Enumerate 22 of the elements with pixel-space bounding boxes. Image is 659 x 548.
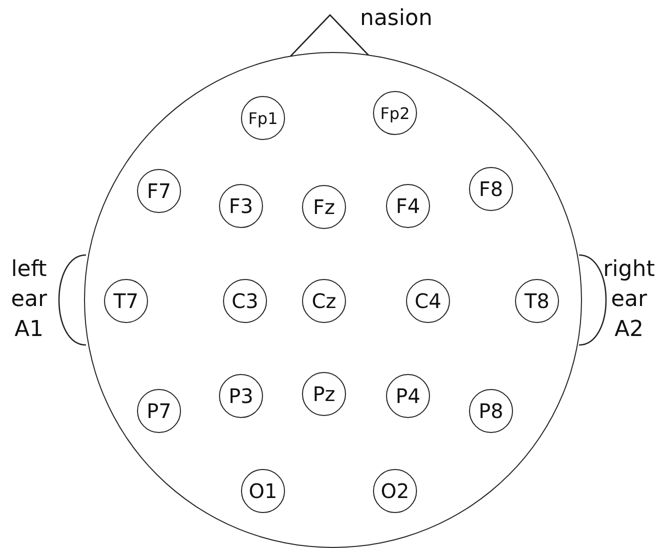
electrode-circle: P4 bbox=[386, 374, 430, 418]
electrode-circle: Pz bbox=[302, 372, 346, 416]
electrode-circle: C3 bbox=[223, 279, 267, 323]
electrode-circle: C4 bbox=[406, 279, 450, 323]
electrode-circle: F4 bbox=[386, 184, 430, 228]
electrode-circle: Fp2 bbox=[373, 91, 417, 135]
electrode-circle: Fp1 bbox=[241, 96, 285, 140]
ear-label: right ear A2 bbox=[602, 256, 656, 344]
electrode-circle: Cz bbox=[302, 279, 346, 323]
electrode-circle: T7 bbox=[104, 279, 148, 323]
electrode-circle: P7 bbox=[137, 389, 181, 433]
electrode-circle: O1 bbox=[241, 469, 285, 513]
ear-label: left ear A1 bbox=[10, 256, 48, 344]
landmark-label: nasion bbox=[360, 5, 432, 33]
electrode-circle: P8 bbox=[469, 389, 513, 433]
electrode-circle: T8 bbox=[515, 279, 559, 323]
electrode-circle: F3 bbox=[219, 184, 263, 228]
electrode-circle: F7 bbox=[137, 169, 181, 213]
electrode-circle: Fz bbox=[302, 185, 346, 229]
electrode-circle: O2 bbox=[373, 469, 417, 513]
electrode-circle: P3 bbox=[219, 374, 263, 418]
electrode-circle: F8 bbox=[469, 167, 513, 211]
